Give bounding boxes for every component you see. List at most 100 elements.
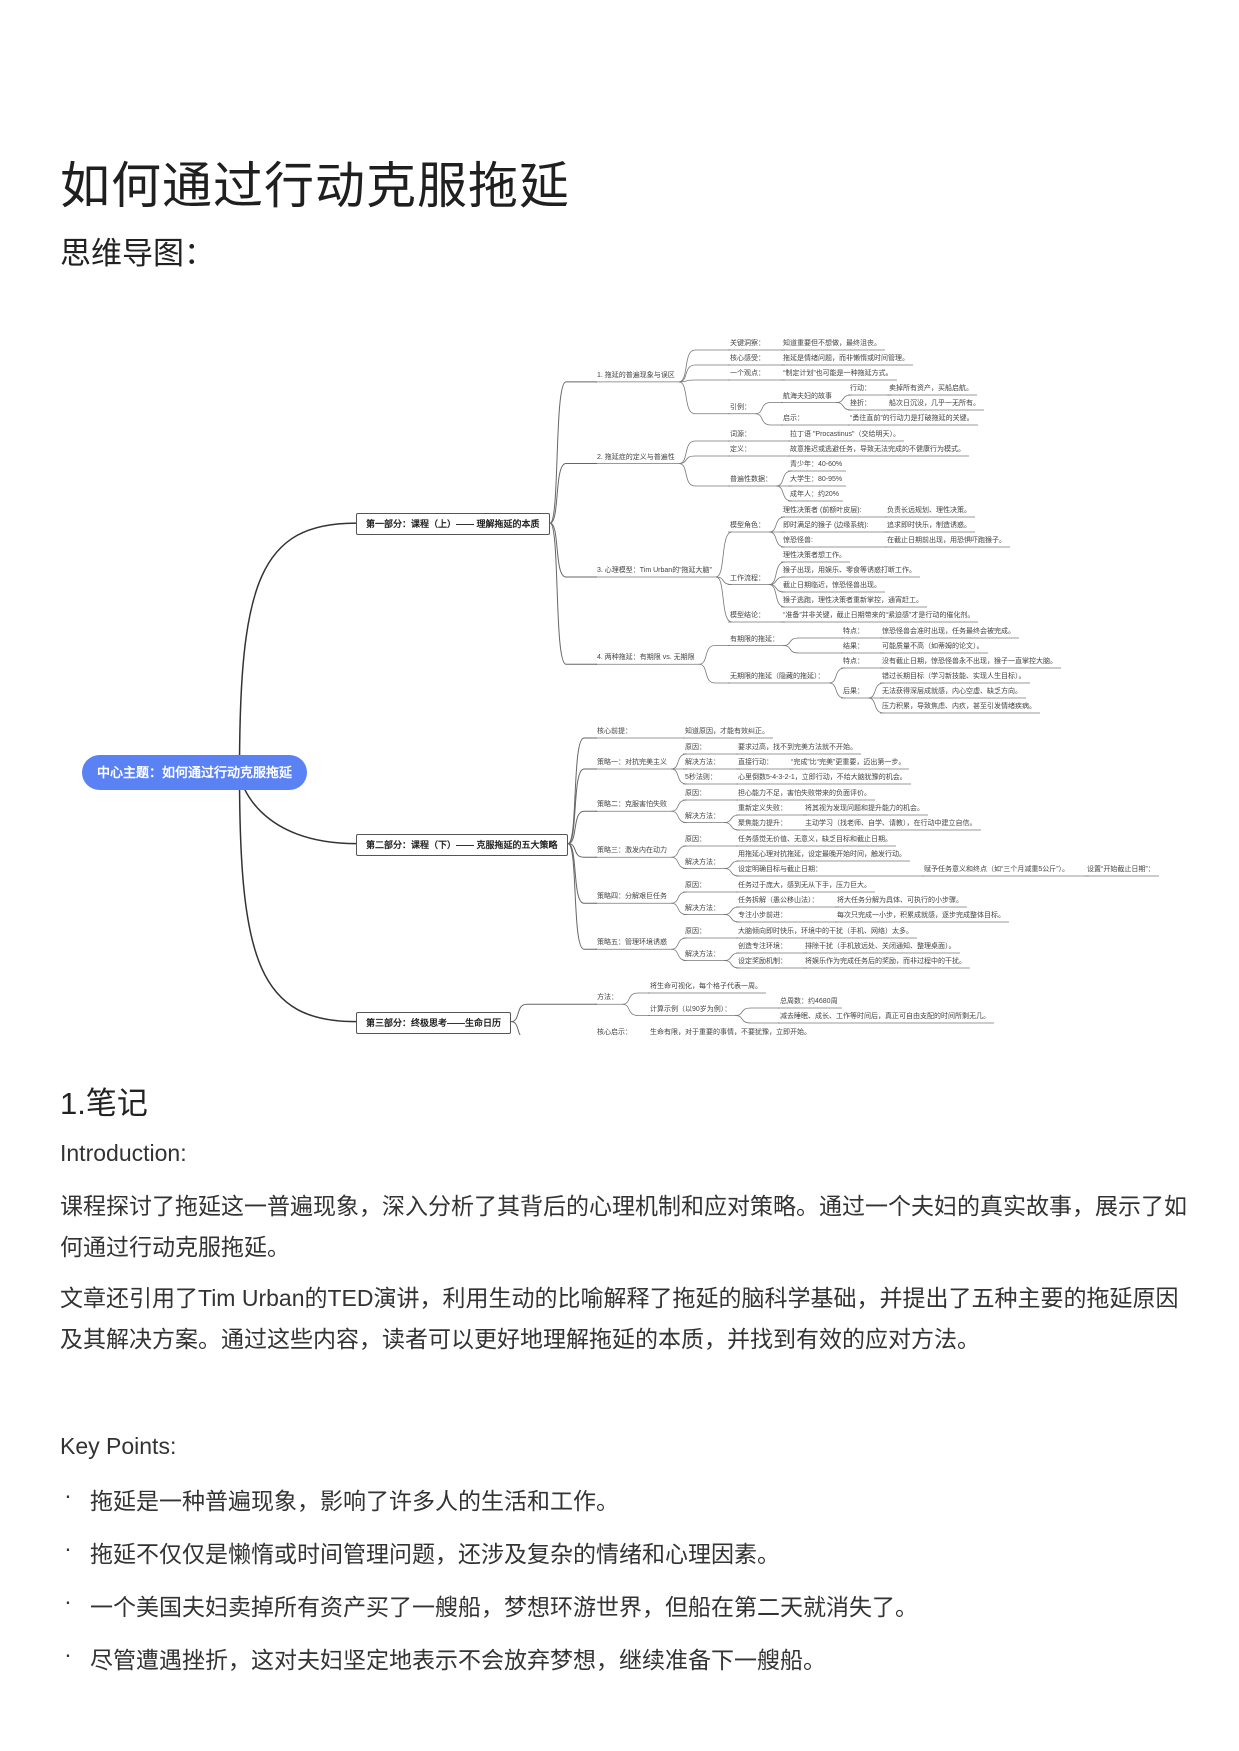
mindmap-node: 要求过高，找不到完美方法就不开始。 [738, 744, 857, 751]
mindmap-node: 将生命可视化，每个格子代表一周。 [650, 983, 762, 990]
mindmap-node: 策略五：管理环境诱惑 [597, 939, 667, 947]
mindmap-connector [768, 531, 786, 548]
mindmap-connector [734, 1007, 780, 1016]
mindmap-connector [678, 381, 730, 415]
mindmap-connector [768, 576, 786, 585]
mindmap-connector [715, 576, 733, 585]
mindmap-node: 理性决策者想工作。 [783, 552, 846, 559]
mindmap-node: 普遍性数据： [730, 476, 772, 483]
mindmap-connector [828, 667, 846, 684]
mindmap-heading: 思维导图： [60, 236, 215, 271]
mindmap-connector [567, 768, 597, 845]
mindmap-connector [670, 799, 688, 812]
page-title: 如何通过行动克服拖延 [60, 158, 570, 214]
mindmap-node: 工作流程： [730, 574, 765, 582]
mindmap-node: 结果： [843, 643, 864, 650]
mindmap-connector [621, 992, 650, 1005]
mindmap-node: 专注小步前进： [738, 912, 787, 919]
mindmap-connector [670, 948, 688, 961]
mindmap-connector [549, 463, 597, 524]
mindmap-node: “完成”比“完美”更重要，迈出第一步。 [791, 759, 906, 766]
mindmap-node: 知道重要但不想做，最终沮丧。 [783, 340, 881, 347]
mindmap-node: 一个观点： [730, 370, 765, 377]
intro-paragraph: 课程探讨了拖延这一普遍现象，深入分析了其背后的心理机制和应对策略。通过一个夫妇的… [60, 1193, 1187, 1260]
mindmap-node: 航海夫妇的故事 [783, 392, 832, 400]
mindmap-node: 核心感受： [730, 355, 765, 362]
mindmap-connector [768, 584, 786, 608]
mindmap-node: 原因： [685, 928, 706, 935]
mindmap-center-topic: 中心主题：如何通过行动克服拖延 [82, 755, 308, 791]
mindmap-connector [782, 637, 843, 646]
key-points-label: Key Points: [60, 1433, 177, 1459]
mindmap-node: 设置“开始截止日期”： [1087, 866, 1155, 873]
mindmap-node: 3. 心理模型：Tim Urban的“拖延大脑” [597, 567, 712, 574]
mindmap-node: 策略一：对抗完美主义 [597, 759, 667, 766]
mindmap-node: 4. 两种拖延：有期限 vs. 无期限 [597, 654, 695, 662]
mindmap-node: 拉丁语 "Procastinus"（交给明天）。 [790, 431, 900, 438]
mindmap-node: 将其视为发现问题和提升能力的机会。 [805, 805, 924, 812]
mindmap-node: 原因： [685, 744, 706, 751]
mindmap-node: 词源： [730, 431, 751, 438]
mindmap-connector [723, 914, 741, 923]
mindmap-connector [670, 902, 688, 915]
mindmap-node: “准备”并非关键，截止日期带来的“紧迫感”才是行动的催化剂。 [783, 612, 975, 619]
mindmap-node: 原因： [685, 836, 706, 843]
list-item: ·一个美国夫妇卖掉所有资产买了一艘船，梦想环游世界，但船在第二天就消失了。 [60, 1588, 918, 1622]
mindmap-node: 解决方法： [685, 904, 720, 912]
mindmap-node: 担心能力不足，害怕失败带来的负面评价。 [738, 790, 871, 797]
mindmap-connector [567, 843, 597, 950]
mindmap-node: “勇往直前”的行动力是打破拖延的关键。 [850, 415, 974, 422]
list-item: ·拖延是一种普遍现象，影响了许多人的生活和工作。 [60, 1482, 619, 1516]
mindmap-connector [670, 937, 688, 950]
mindmap-node: 惊恐怪兽: [783, 537, 813, 544]
mindmap-connector [238, 522, 357, 773]
mindmap-node: 截止日期临近，惊恐怪兽出现。 [783, 582, 881, 589]
mindmap-node: 生命有限，对于重要的事情，不要犹豫，立即开始。 [650, 1029, 811, 1036]
mindmap-connector [698, 663, 730, 684]
mindmap-branch: 第一部分：课程（上）—— 理解拖延的本质 [356, 513, 550, 536]
list-item: ·尽管遭遇挫折，这对夫妇坚定地表示不会放弃梦想，继续准备下一艘船。 [60, 1641, 826, 1675]
mindmap-node: 追求即时快乐，制造诱惑。 [887, 522, 971, 529]
mindmap-node: 计算示例（以90岁为例）： [650, 1005, 732, 1013]
mindmap-connector [678, 364, 730, 383]
mindmap-connector [510, 1021, 521, 1035]
mindmap-connector [734, 1015, 780, 1024]
mindmap-node: 后果： [843, 688, 864, 695]
mindmap-connector [723, 952, 741, 961]
mindmap-connector [567, 810, 597, 845]
mindmap-node: 错过长期目标（学习新技能、实现人生目标）。 [882, 673, 1026, 680]
mindmap-node: 关键洞察： [730, 340, 765, 347]
mindmap-node: 知道原因，才能有效纠正。 [685, 728, 769, 735]
mindmap-connector [670, 856, 688, 869]
mindmap-node: 没有截止日期，惊恐怪兽永不出现，猴子一直掌控大脑。 [882, 658, 1057, 665]
key-point-text: 拖延不仅仅是懒惰或时间管理问题，还涉及复杂的情绪和心理因素。 [90, 1541, 780, 1567]
mindmap-connector [670, 753, 688, 770]
mindmap-connector [567, 843, 597, 858]
mindmap-node: 青少年：40-60% [790, 461, 843, 468]
mindmap-node: 核心启示： [597, 1029, 632, 1036]
mindmap-connector [835, 394, 853, 403]
mindmap-connector [782, 645, 843, 654]
mindmap-node: 策略二：克服害怕失败 [597, 801, 667, 809]
mindmap-node: 定义： [730, 446, 751, 453]
mindmap-node: 有期限的拖延： [730, 635, 779, 643]
mindmap-node: 惊恐怪兽会准时出现，任务最终会被完成。 [882, 628, 1015, 635]
mindmap-node: 直接行动： [738, 759, 773, 766]
mindmap-node: 总周数：约4680周 [780, 998, 838, 1005]
mindmap-node: 将娱乐作为完成任务后的奖励，而非过程中的干扰。 [805, 958, 966, 965]
mindmap-node: 特点： [843, 658, 864, 665]
mindmap-node: 拖延是情绪问题，而非懒惰或时间管理。 [783, 355, 909, 362]
mindmap-node: 任务感觉无价值、无意义，缺乏目标和截止日期。 [738, 836, 892, 843]
mindmap-node: 猴子出现，用娱乐、零食等诱惑打断工作。 [783, 567, 916, 574]
mindmap-connector [549, 522, 597, 578]
mindmap-connector [567, 737, 597, 845]
mindmap-node: 可能质量不高（如蒂姆的论文）。 [882, 643, 984, 650]
intro-paragraph: 文章还引用了Tim Urban的TED演讲，利用生动的比喻解释了拖延的脑科学基础… [60, 1285, 1179, 1352]
key-point-text: 拖延是一种普遍现象，影响了许多人的生活和工作。 [90, 1488, 619, 1514]
mindmap-connector [670, 810, 688, 823]
mindmap-connector [621, 1003, 650, 1016]
mindmap-node: 成年人：约20% [790, 491, 840, 498]
mindmap-connector [670, 768, 688, 785]
mindmap-node: 解决方法： [685, 812, 720, 820]
